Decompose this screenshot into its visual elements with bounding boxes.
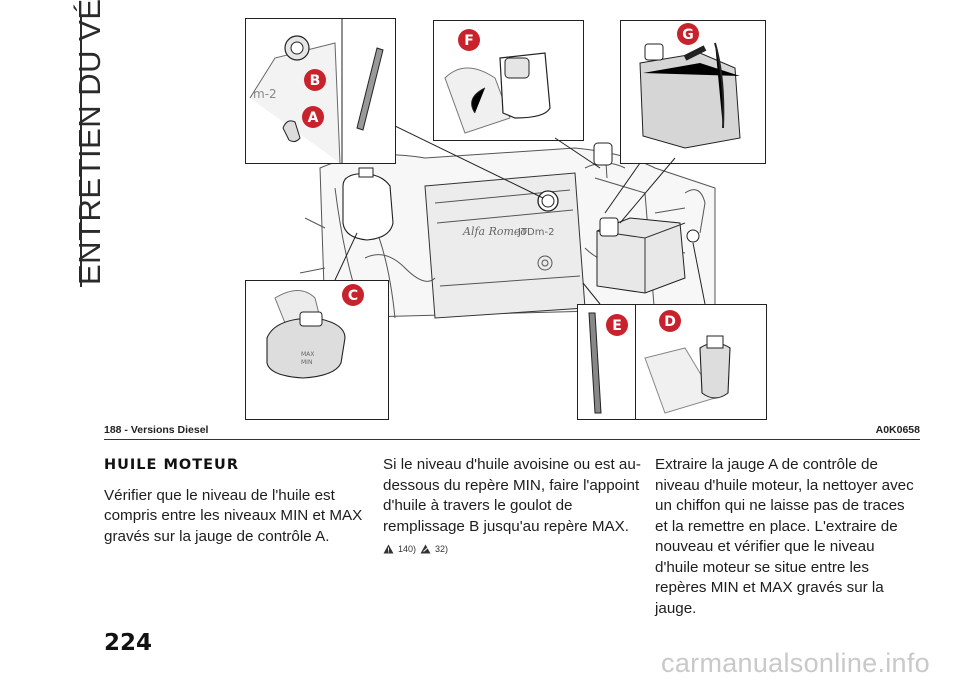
text-column-2: Si le niveau d'huile avoisine ou est au-… (383, 455, 645, 560)
paragraph-2: Si le niveau d'huile avoisine ou est au-… (383, 456, 641, 535)
coolant-reservoir-engine (342, 167, 394, 241)
chapter-title: ENTRETIEN DU VÉHICULE (40, 0, 107, 285)
callout-e: E (612, 318, 622, 334)
chapter-divider (80, 15, 82, 287)
engine-logo-text: Alfa Romeo (462, 225, 527, 238)
engine-bay-illustration: Alfa Romeo JTDm-2 m-2 B A (245, 18, 767, 420)
callout-a: A (308, 110, 319, 126)
paragraph-3: Extraire la jauge A de contrôle de nivea… (655, 456, 914, 617)
page-number: 224 (104, 630, 153, 656)
inset-battery: G (620, 20, 766, 164)
callout-g: G (682, 27, 694, 43)
warning-references: 140) 32) (383, 539, 645, 560)
warning-triangle-icon (383, 544, 394, 554)
caption-divider (104, 439, 920, 440)
chapter-title-text: ENTRETIEN DU VÉHICULE (72, 0, 107, 285)
warning-ref: 140) (398, 544, 417, 554)
battery-engine (596, 217, 700, 294)
svg-text:MAX: MAX (301, 351, 314, 358)
inset-dipstick-filler: m-2 B A (245, 18, 396, 164)
inset-washer: D (635, 304, 767, 420)
inset-coolant: MAX MIN C (245, 280, 389, 420)
svg-text:m-2: m-2 (253, 87, 277, 101)
figure-caption: 188 - Versions Diesel (104, 424, 209, 436)
section-heading: HUILE MOTEUR (104, 457, 239, 473)
callout-c: C (348, 288, 358, 304)
watermark: carmanualsonline.info (661, 648, 930, 678)
text-column-1: HUILE MOTEUR Vérifier que le niveau de l… (104, 455, 366, 547)
inset-dipstick: E (577, 304, 636, 420)
inset-brake-fluid: F (433, 20, 584, 141)
callout-d: D (664, 314, 676, 330)
svg-text:MIN: MIN (301, 359, 312, 366)
caution-triangle-icon (420, 544, 431, 554)
paragraph-1: Vérifier que le niveau de l'huile est co… (104, 486, 363, 545)
callout-f: F (464, 33, 474, 49)
figure-code: A0K0658 (875, 424, 920, 436)
engine-badge-text: JTDm-2 (517, 227, 554, 238)
text-column-3: Extraire la jauge A de contrôle de nivea… (655, 455, 917, 619)
callout-b: B (310, 73, 321, 89)
caution-ref: 32) (435, 544, 449, 554)
